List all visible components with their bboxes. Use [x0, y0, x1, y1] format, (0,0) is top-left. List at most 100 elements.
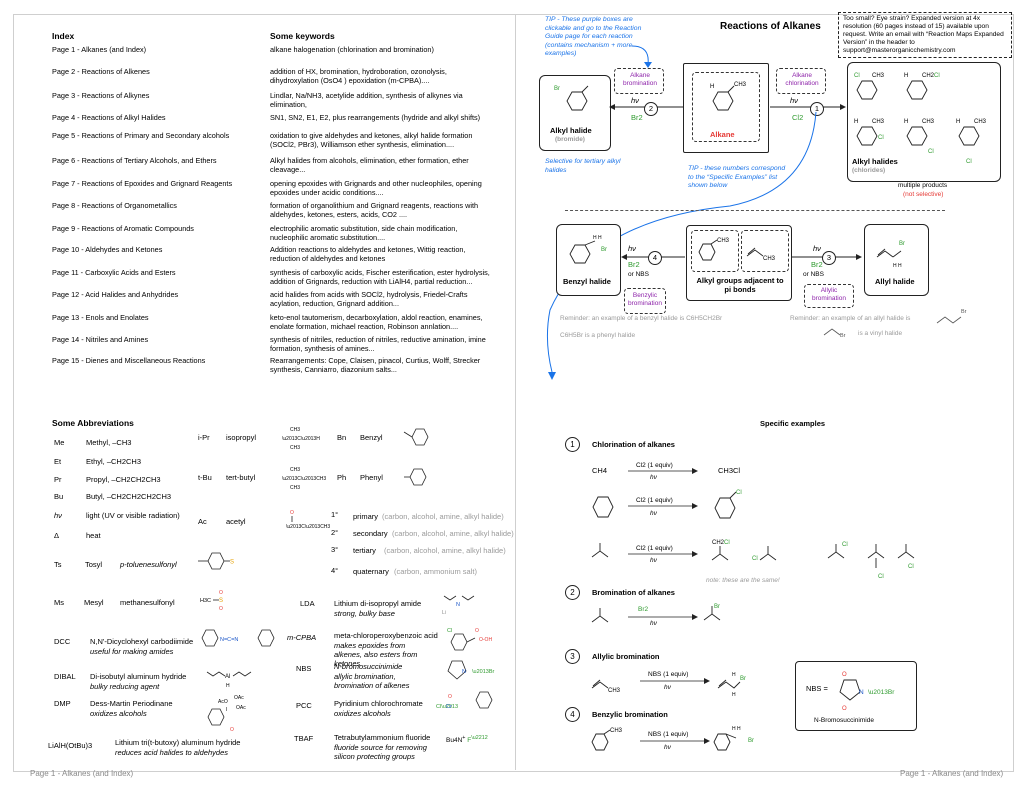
svg-text:H H: H H: [732, 726, 741, 732]
svg-text:CH3: CH3: [290, 445, 300, 451]
alkane-bromination-box[interactable]: Alkane bromination: [614, 68, 664, 94]
allylic-bromination-box[interactable]: Allylic bromination: [804, 284, 854, 308]
index-page[interactable]: Page 15 - Dienes and Miscellaneous React…: [52, 356, 206, 365]
abbrev-ts-full: p-toluenesulfonyl: [120, 560, 177, 569]
chloromethane-label: CH3Cl: [718, 466, 741, 475]
alkane-chlorination-link[interactable]: Alkane chlorination: [785, 72, 819, 87]
svg-text:\u2013Br: \u2013Br: [472, 669, 494, 675]
index-page[interactable]: Page 3 - Reactions of Alkynes: [52, 91, 150, 100]
example-number-1: 1: [565, 437, 580, 452]
multiple-products: multiple products: [898, 182, 948, 189]
benzylic-bromination-link[interactable]: Benzylic bromination: [628, 292, 662, 307]
isobutane: [591, 543, 609, 558]
svg-text:Br: Br: [601, 247, 607, 253]
svg-text:CH2Cl: CH2Cl: [922, 73, 940, 79]
abbrev-tbu-full: tert-butyl: [226, 473, 256, 482]
index-page[interactable]: Page 6 - Reactions of Tertiary Alcohols,…: [52, 156, 217, 165]
benzyl-halide-label: Benzyl halide: [563, 277, 611, 286]
index-page[interactable]: Page 5 - Reactions of Primary and Second…: [52, 131, 230, 140]
index-page[interactable]: Page 7 - Reactions of Epoxides and Grign…: [52, 179, 233, 188]
tip-arrow-curve: [631, 45, 652, 68]
svg-text:CH3: CH3: [290, 427, 300, 433]
abbrev-dcc: DCC: [54, 637, 71, 646]
hv-label-4: hν: [628, 244, 636, 253]
degree-3-name: tertiary: [353, 546, 376, 555]
degree-2-name: secondary: [353, 529, 388, 538]
index-keywords: SN1, SN2, E1, E2, plus rearrangements (h…: [270, 113, 481, 122]
index-page[interactable]: Page 12 - Acid Halides and Anhydrides: [52, 290, 179, 299]
index-page[interactable]: Page 14 - Nitriles and Amines: [52, 335, 149, 344]
alkane-bromination-link[interactable]: Alkane bromination: [623, 72, 657, 87]
abbrev-delta: Δ: [54, 531, 60, 540]
svg-text:Cl: Cl: [736, 490, 742, 496]
svg-text:H: H: [956, 119, 960, 125]
svg-text:N: N: [456, 602, 460, 608]
methane-label: CH4: [592, 466, 608, 475]
svg-text:H H: H H: [593, 235, 602, 241]
svg-text:H: H: [904, 119, 908, 125]
svg-text:CH3: CH3: [290, 467, 300, 473]
svg-text:CH3: CH3: [610, 728, 623, 734]
svg-text:CH3: CH3: [872, 119, 885, 125]
index-page[interactable]: Page 11 - Carboxylic Acids and Esters: [52, 268, 176, 277]
index-page[interactable]: Page 13 - Enols and Enolates: [52, 313, 149, 322]
alkane-chlorination-box[interactable]: Alkane chlorination: [776, 68, 826, 94]
abbrev-lda: LDA: [300, 599, 315, 608]
nbs-equals: NBS =: [806, 684, 828, 693]
allyl-bromide-structure: Br H H: [876, 241, 905, 269]
abbrev-title: Some Abbreviations: [52, 418, 134, 428]
svg-text:S: S: [219, 598, 223, 604]
index-header: Index: [52, 31, 75, 41]
chlorides-label: (chlorides): [852, 167, 886, 174]
index-keywords: Alkyl halides from alcohols, elimination…: [270, 156, 469, 174]
abbrev-mcpba-note: makes epoxides from alkenes, also esters…: [334, 641, 418, 668]
example-chlorination-title: Chlorination of alkanes: [592, 440, 675, 449]
degree-2-desc: (carbon, alcohol, amine, alkyl halide): [392, 529, 514, 538]
index-page[interactable]: Page 8 - Reactions of Organometallics: [52, 201, 177, 210]
not-selective: (not selective): [903, 191, 944, 198]
svg-text:I: I: [226, 707, 227, 713]
svg-text:N=C=N: N=C=N: [220, 637, 238, 643]
index-page[interactable]: Page 1 - Alkanes (and Index): [52, 45, 147, 54]
nbs-definition-box: NBS = O O N \u2013Br N-Bromosuccinimide: [795, 661, 917, 731]
abbrev-nbs-note: allylic bromination, bromination of alke…: [334, 672, 410, 690]
index-page[interactable]: Page 4 - Reactions of Alkyl Halides: [52, 113, 166, 122]
index-keywords: opening epoxides with Grignards and othe…: [270, 179, 482, 197]
index-keywords: Addition reactions to aldehydes and keto…: [270, 245, 466, 263]
svg-text:O: O: [230, 727, 234, 733]
br2-label-2: Br2: [631, 113, 643, 122]
pcc-structure: Cl\u2013 Cr O: [436, 691, 493, 710]
allylic-bromination-link[interactable]: Allylic bromination: [812, 287, 846, 302]
tip-purple-boxes: TIP - These purple boxes are clickable a…: [545, 16, 642, 57]
svg-text:CH2Cl: CH2Cl: [712, 540, 730, 546]
chlorinated-isobutane-products: CH2Cl Cl Cl Cl Cl: [711, 540, 915, 580]
svg-text:CH3: CH3: [763, 256, 776, 262]
example-number-3: 3: [565, 649, 580, 664]
abbrev-ms-full: methanesulfonyl: [120, 598, 175, 607]
index-page[interactable]: Page 9 - Reactions of Aromatic Compounds: [52, 224, 194, 233]
abbrev-tbaf: TBAF: [294, 734, 314, 743]
svg-text:Cl: Cl: [447, 628, 452, 634]
index-keywords: acid halides from acids with SOCl2, hydr…: [270, 290, 468, 308]
section-divider: [565, 210, 945, 211]
svg-text:Br: Br: [748, 738, 754, 744]
benzylic-bromination-box[interactable]: Benzylic bromination: [624, 288, 666, 314]
index-page[interactable]: Page 2 - Reactions of Alkenes: [52, 67, 150, 76]
abbrev-dmp: DMP: [54, 699, 71, 708]
toluene: CH3: [591, 728, 623, 751]
nbs-name: N-Bromosuccinimide: [814, 717, 874, 724]
index-page[interactable]: Page 10 - Aldehydes and Ketones: [52, 245, 163, 254]
svg-text:H: H: [904, 73, 908, 79]
example-number-4: 4: [565, 707, 580, 722]
reaction-number-1: 1: [810, 102, 824, 116]
footer-left: Page 1 - Alkanes (and Index): [30, 769, 134, 778]
degree-4-desc: (carbon, ammonium salt): [394, 567, 477, 576]
index-keywords: Lindlar, Na/NH3, acetylide addition, syn…: [270, 91, 463, 109]
propene: CH3: [591, 679, 621, 694]
svg-text:\u2013C\u2013H: \u2013C\u2013H: [282, 436, 320, 442]
svg-text:O: O: [842, 672, 847, 678]
svg-text:Al: Al: [225, 674, 230, 680]
arrow-ex3: [640, 678, 710, 684]
reagent-hv-2: hν: [650, 510, 657, 517]
abbrev-dmp-note: oxidizes alcohols: [90, 709, 147, 718]
